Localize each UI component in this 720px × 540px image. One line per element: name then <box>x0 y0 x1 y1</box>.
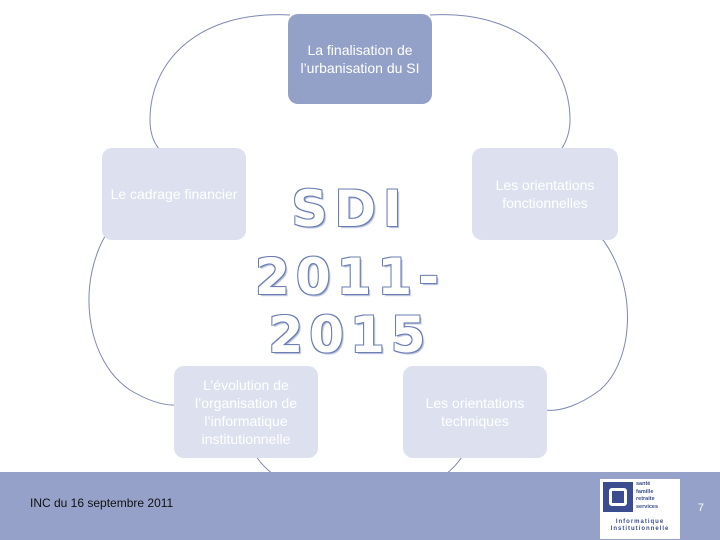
arc-right <box>544 229 628 411</box>
footer-date: INC du 16 septembre 2011 <box>30 496 174 510</box>
box-orientations-fonctionnelles: Les orientations fonctionnelles <box>472 148 618 240</box>
logo-line-2: famille <box>636 488 654 495</box>
box-cadrage-financier: Le cadrage financier <box>102 148 246 240</box>
logo-line-4: services <box>636 503 659 510</box>
arc-top-right <box>429 14 571 166</box>
box-orientations-techniques: Les orientations techniques <box>403 366 547 458</box>
footer-bar: INC du 16 septembre 2011 santé famille r… <box>0 472 720 540</box>
title-sdi: SDI <box>291 180 409 238</box>
msa-logo: santé famille retraite services Informat… <box>600 479 680 539</box>
arc-top-left <box>149 14 291 161</box>
msa-logo-subtitle: Informatique Institutionnelle <box>610 519 670 532</box>
title-years: 2011-2015 <box>255 248 445 364</box>
msa-logo-icon <box>603 482 633 512</box>
box-evolution-organisation: L’évolution de l’organisation de l’infor… <box>174 366 318 458</box>
msa-logo-tagline: santé famille retraite services <box>636 481 658 511</box>
logo-line-3: retraite <box>636 496 655 502</box>
page-number: 7 <box>697 502 704 514</box>
logo-line-1: santé <box>636 481 651 487</box>
box-urbanisation: La finalisation de l’urbanisation du SI <box>288 14 432 104</box>
arc-left <box>88 227 179 406</box>
